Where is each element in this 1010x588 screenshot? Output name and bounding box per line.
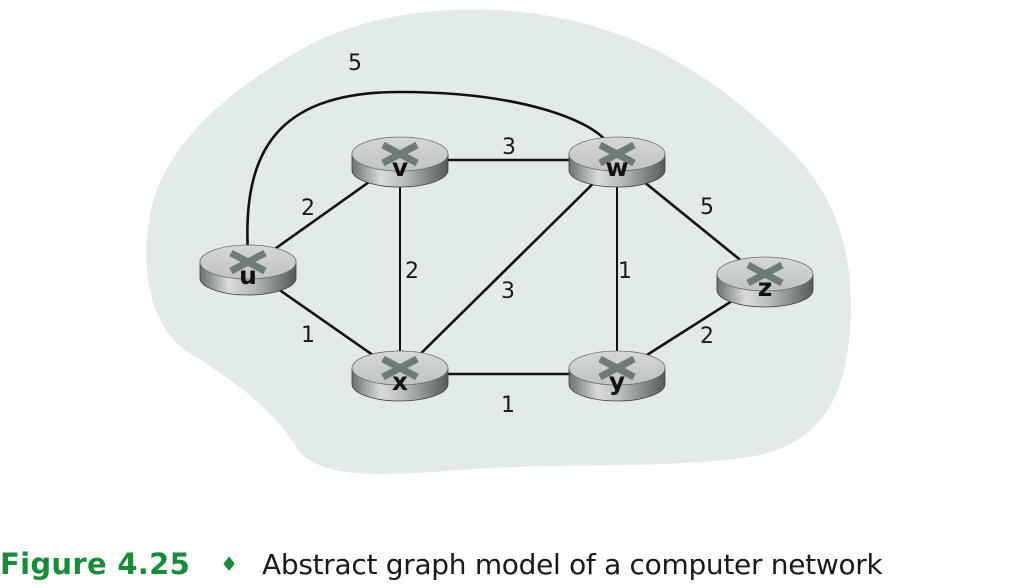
- router-node-y: y: [568, 350, 666, 402]
- router-crossed-arrows-icon: [746, 261, 784, 287]
- node-label-u: u: [239, 261, 257, 290]
- router-crossed-arrows-icon: [381, 355, 419, 381]
- router-node-v: v: [351, 136, 449, 188]
- network-cloud-background: [146, 9, 851, 474]
- edge-cost-label-u-v: 2: [301, 196, 315, 221]
- router-node-z: z: [716, 256, 814, 308]
- router-icon: [568, 136, 666, 188]
- node-label-y: y: [609, 367, 625, 396]
- edge-cost-label-v-w: 3: [502, 135, 516, 160]
- edge-cost-label-x-w: 3: [501, 279, 515, 304]
- node-label-v: v: [392, 153, 408, 182]
- node-label-w: w: [605, 153, 628, 182]
- diamond-separator-icon: ♦: [220, 552, 239, 576]
- edge-cost-label-u-w: 5: [348, 51, 362, 76]
- edge-cost-label-y-z: 2: [700, 324, 714, 349]
- edge-cost-label-v-x: 2: [405, 259, 419, 284]
- edge-cost-label-w-y: 1: [618, 259, 632, 284]
- node-label-x: x: [392, 367, 408, 396]
- router-crossed-arrows-icon: [381, 141, 419, 167]
- node-label-z: z: [758, 273, 773, 302]
- edge-cost-label-x-y: 1: [501, 393, 515, 418]
- network-graph-diagram: 5 2 1 3 2 3 1 1 5 2 u v w x y z: [146, 9, 851, 474]
- router-crossed-arrows-icon: [229, 249, 267, 275]
- router-node-x: x: [351, 350, 449, 402]
- caption-text: Abstract graph model of a computer netwo…: [262, 547, 883, 581]
- router-node-w: w: [568, 136, 666, 188]
- router-crossed-arrows-icon: [598, 141, 636, 167]
- router-icon: [351, 350, 449, 402]
- edge-cost-label-w-z: 5: [700, 195, 714, 220]
- router-crossed-arrows-icon: [598, 355, 636, 381]
- router-node-u: u: [199, 244, 297, 296]
- router-icon: [351, 136, 449, 188]
- router-icon: [568, 350, 666, 402]
- edge-u-w: [246, 90, 609, 255]
- figure-number: Figure 4.25: [0, 547, 191, 581]
- figure-caption: Figure 4.25 ♦ Abstract graph model of a …: [0, 544, 883, 584]
- router-icon: [199, 244, 297, 296]
- edge-cost-label-u-x: 1: [301, 323, 315, 348]
- edge-x-w: [399, 159, 618, 375]
- router-icon: [716, 256, 814, 308]
